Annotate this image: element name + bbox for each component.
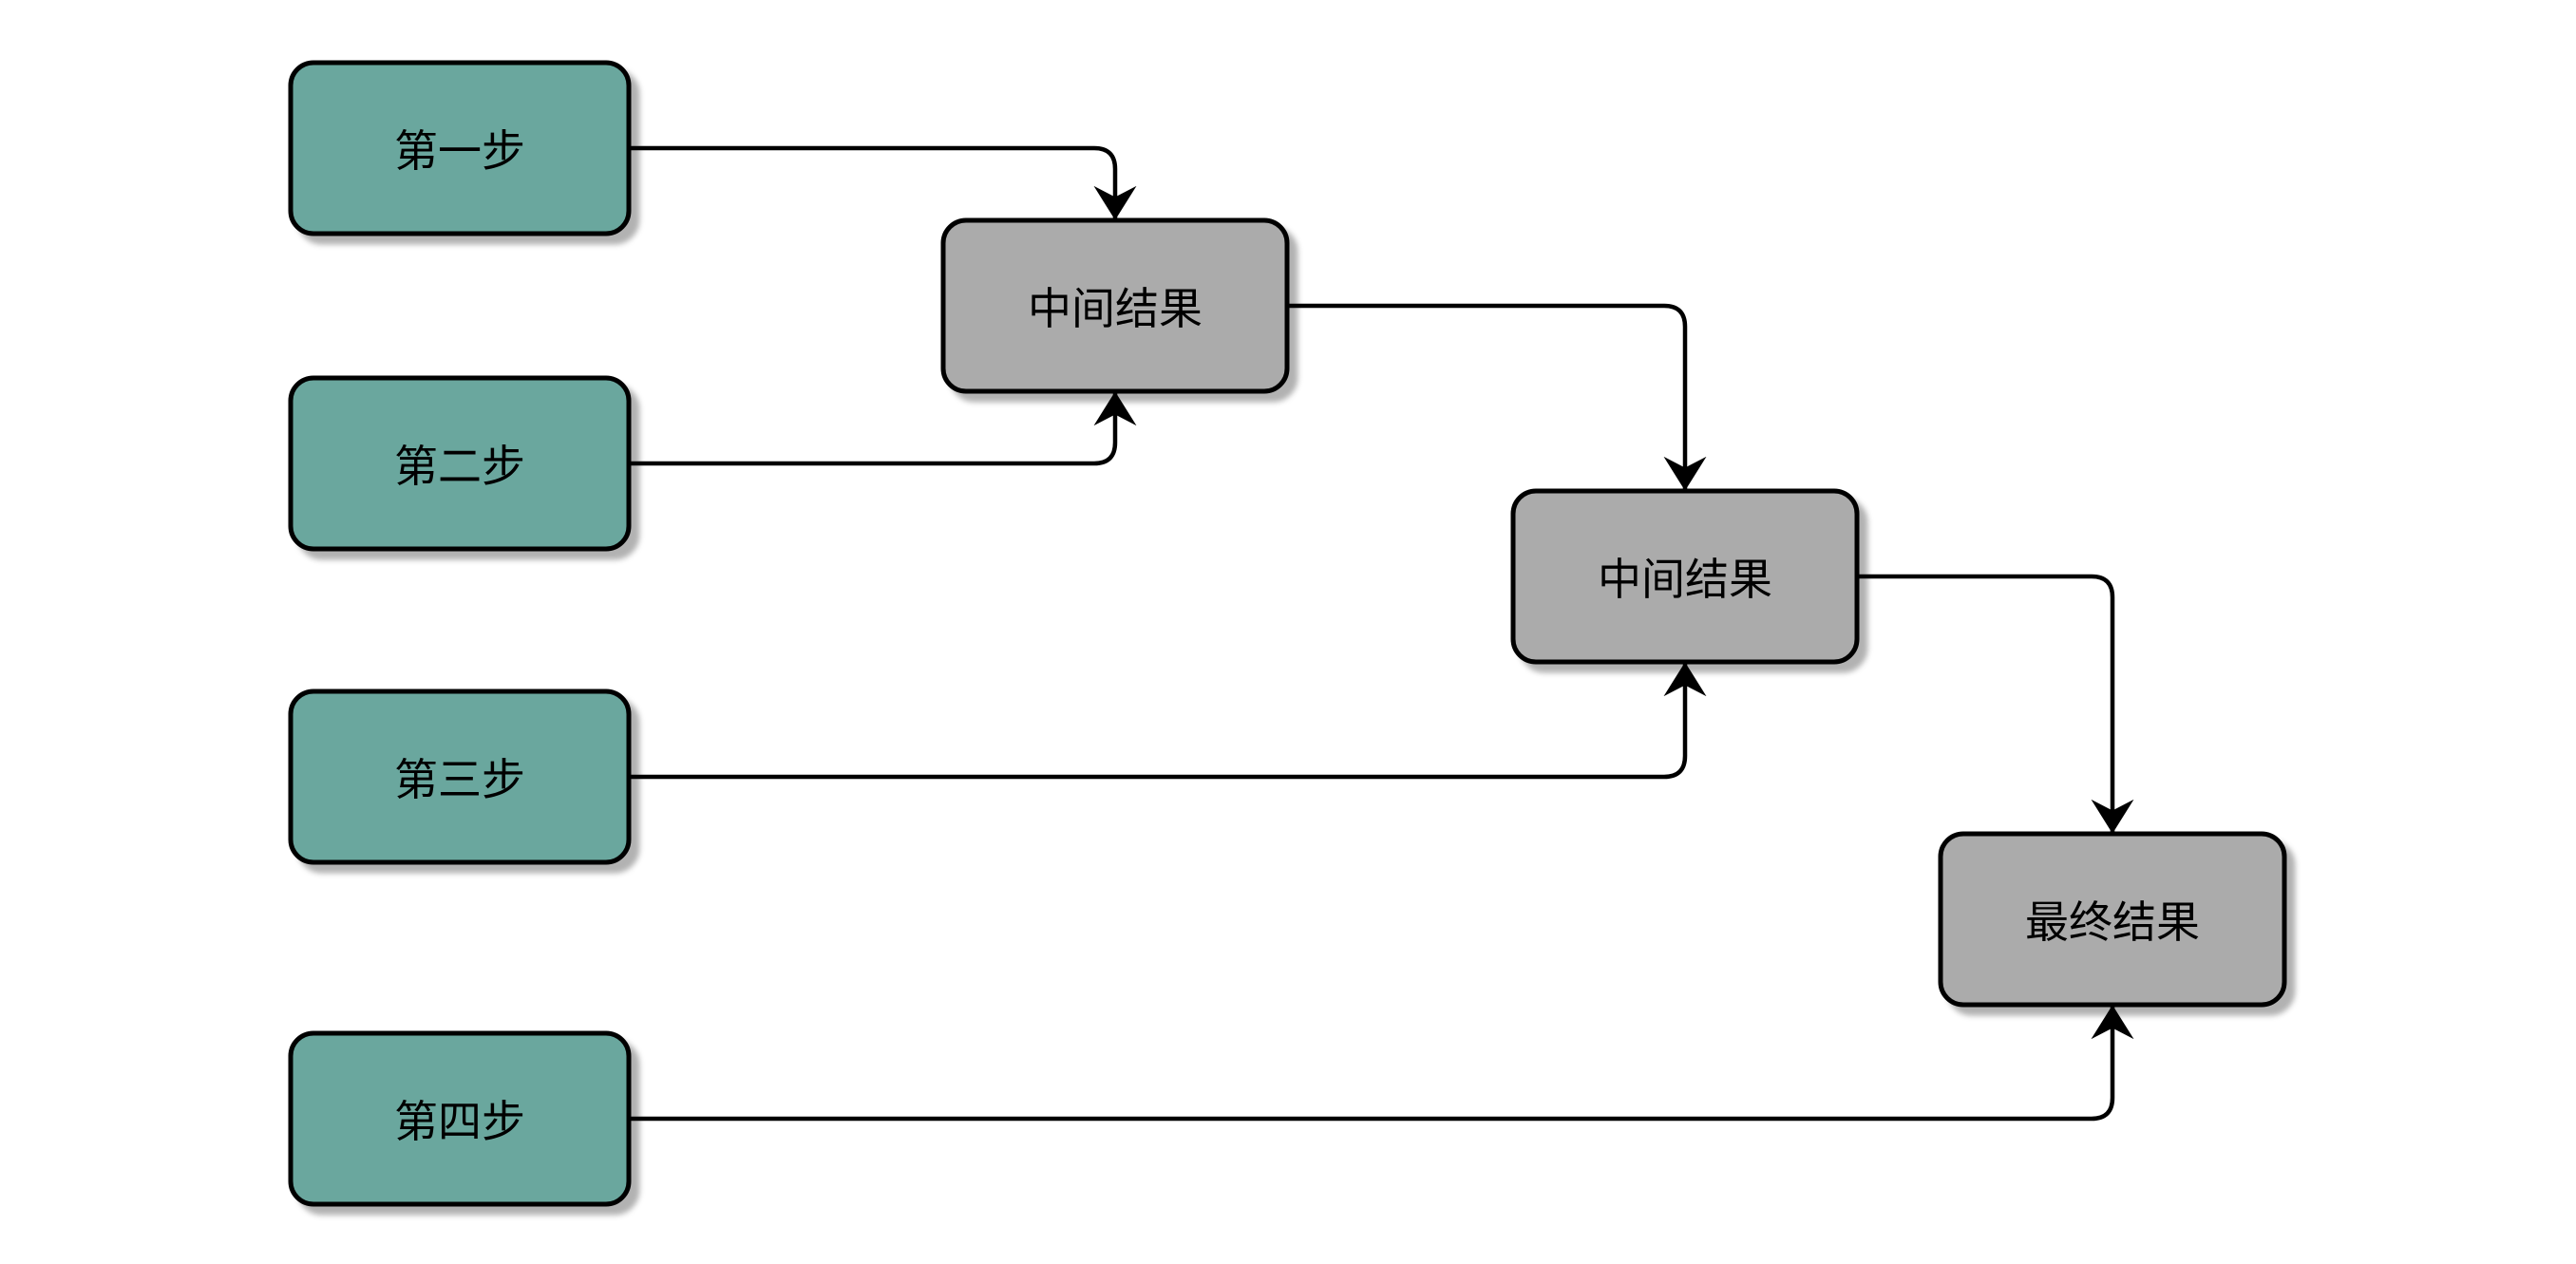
edges-layer [629, 145, 2134, 1122]
node-intermediate-1: 中间结果 [940, 217, 1290, 394]
node-step-1-label: 第一步 [394, 126, 525, 176]
node-step-2-shape [288, 375, 632, 552]
node-intermediate-2: 中间结果 [1510, 488, 1860, 665]
nodes-layer: 第一步 第二步 第三步 第四步 中间结果 中间结果 最终结果 [288, 60, 2287, 1207]
node-step-4: 第四步 [288, 1030, 632, 1207]
node-intermediate-2-shape [1510, 488, 1860, 665]
edge-step3-to-intermediate2 [629, 662, 1707, 780]
node-intermediate-1-label: 中间结果 [1028, 284, 1203, 333]
edge-intermediate2-to-final [1857, 574, 2134, 834]
edge-step1-to-intermediate1 [629, 145, 1137, 220]
node-intermediate-1-shape [940, 217, 1290, 394]
edge-intermediate1-to-intermediate2 [1287, 303, 1707, 491]
node-step-3-shape [288, 689, 632, 865]
node-final-result-label: 最终结果 [2025, 897, 2200, 947]
node-step-2: 第二步 [288, 375, 632, 552]
node-step-4-shape [288, 1030, 632, 1207]
node-final-result: 最终结果 [1938, 831, 2287, 1008]
node-step-2-label: 第二步 [394, 442, 525, 491]
node-step-1: 第一步 [288, 60, 632, 236]
node-step-3-label: 第三步 [394, 755, 525, 804]
node-final-result-shape [1938, 831, 2287, 1008]
node-step-4-label: 第四步 [394, 1097, 525, 1146]
edge-step2-to-intermediate1 [629, 391, 1137, 466]
node-step-3: 第三步 [288, 689, 632, 865]
node-step-1-shape [288, 60, 632, 236]
node-intermediate-2-label: 中间结果 [1598, 555, 1772, 604]
edge-step4-to-final [629, 1005, 2134, 1122]
